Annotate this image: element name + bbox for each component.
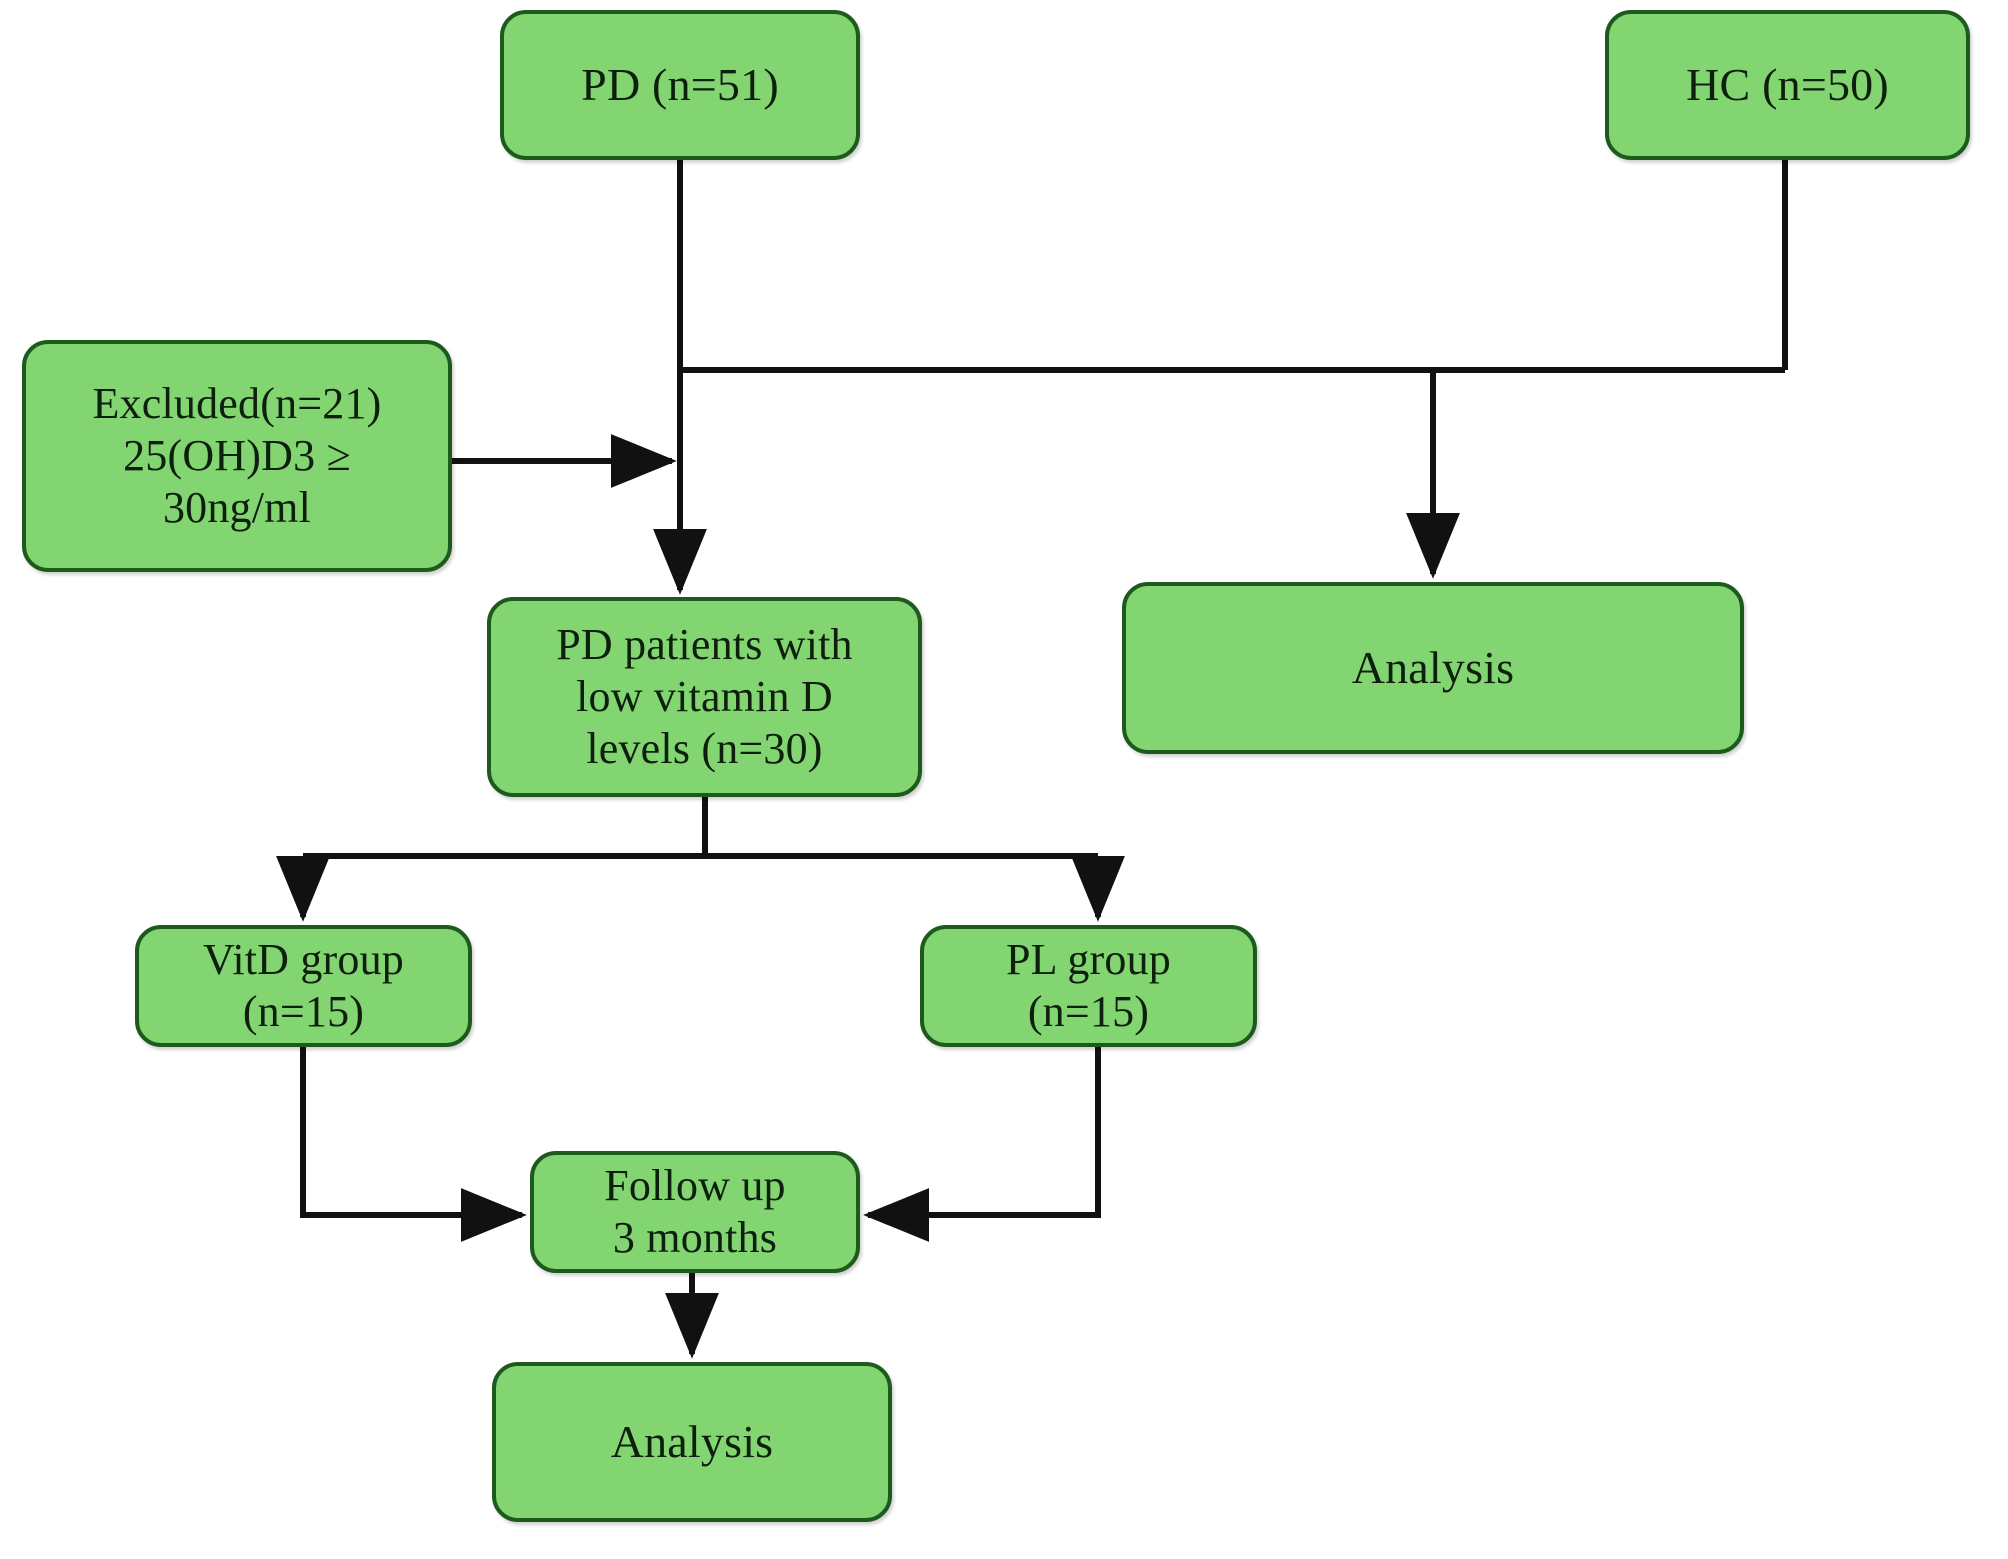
- pd-low-vitamin-d-label: PD patients with low vitamin D levels (n…: [556, 620, 853, 773]
- analysis-final-node[interactable]: Analysis: [492, 1362, 892, 1522]
- hc-cohort-node[interactable]: HC (n=50): [1605, 10, 1970, 160]
- excluded-node[interactable]: Excluded(n=21) 25(OH)D3 ≥ 30ng/ml: [22, 340, 452, 572]
- pl-group-label: PL group (n=15): [1006, 935, 1171, 1036]
- pd-low-vitamin-d-node[interactable]: PD patients with low vitamin D levels (n…: [487, 597, 922, 797]
- analysis-cross-sectional-node[interactable]: Analysis: [1122, 582, 1744, 754]
- hc-cohort-label: HC (n=50): [1686, 58, 1889, 110]
- edge-pl-group-to-follow-up: [863, 1047, 1101, 1242]
- edge-vitd-group-to-follow-up: [300, 1047, 527, 1242]
- excluded-label: Excluded(n=21) 25(OH)D3 ≥ 30ng/ml: [92, 379, 382, 532]
- follow-up-node[interactable]: Follow up 3 months: [530, 1151, 860, 1273]
- follow-up-label: Follow up 3 months: [604, 1161, 786, 1262]
- vitd-group-label: VitD group (n=15): [202, 935, 404, 1036]
- vitd-group-node[interactable]: VitD group (n=15): [135, 925, 472, 1047]
- pd-cohort-node[interactable]: PD (n=51): [500, 10, 860, 160]
- pl-group-node[interactable]: PL group (n=15): [920, 925, 1257, 1047]
- analysis-final-label: Analysis: [610, 1415, 774, 1467]
- analysis-cross-sectional-label: Analysis: [1351, 641, 1515, 693]
- pd-cohort-label: PD (n=51): [581, 58, 779, 110]
